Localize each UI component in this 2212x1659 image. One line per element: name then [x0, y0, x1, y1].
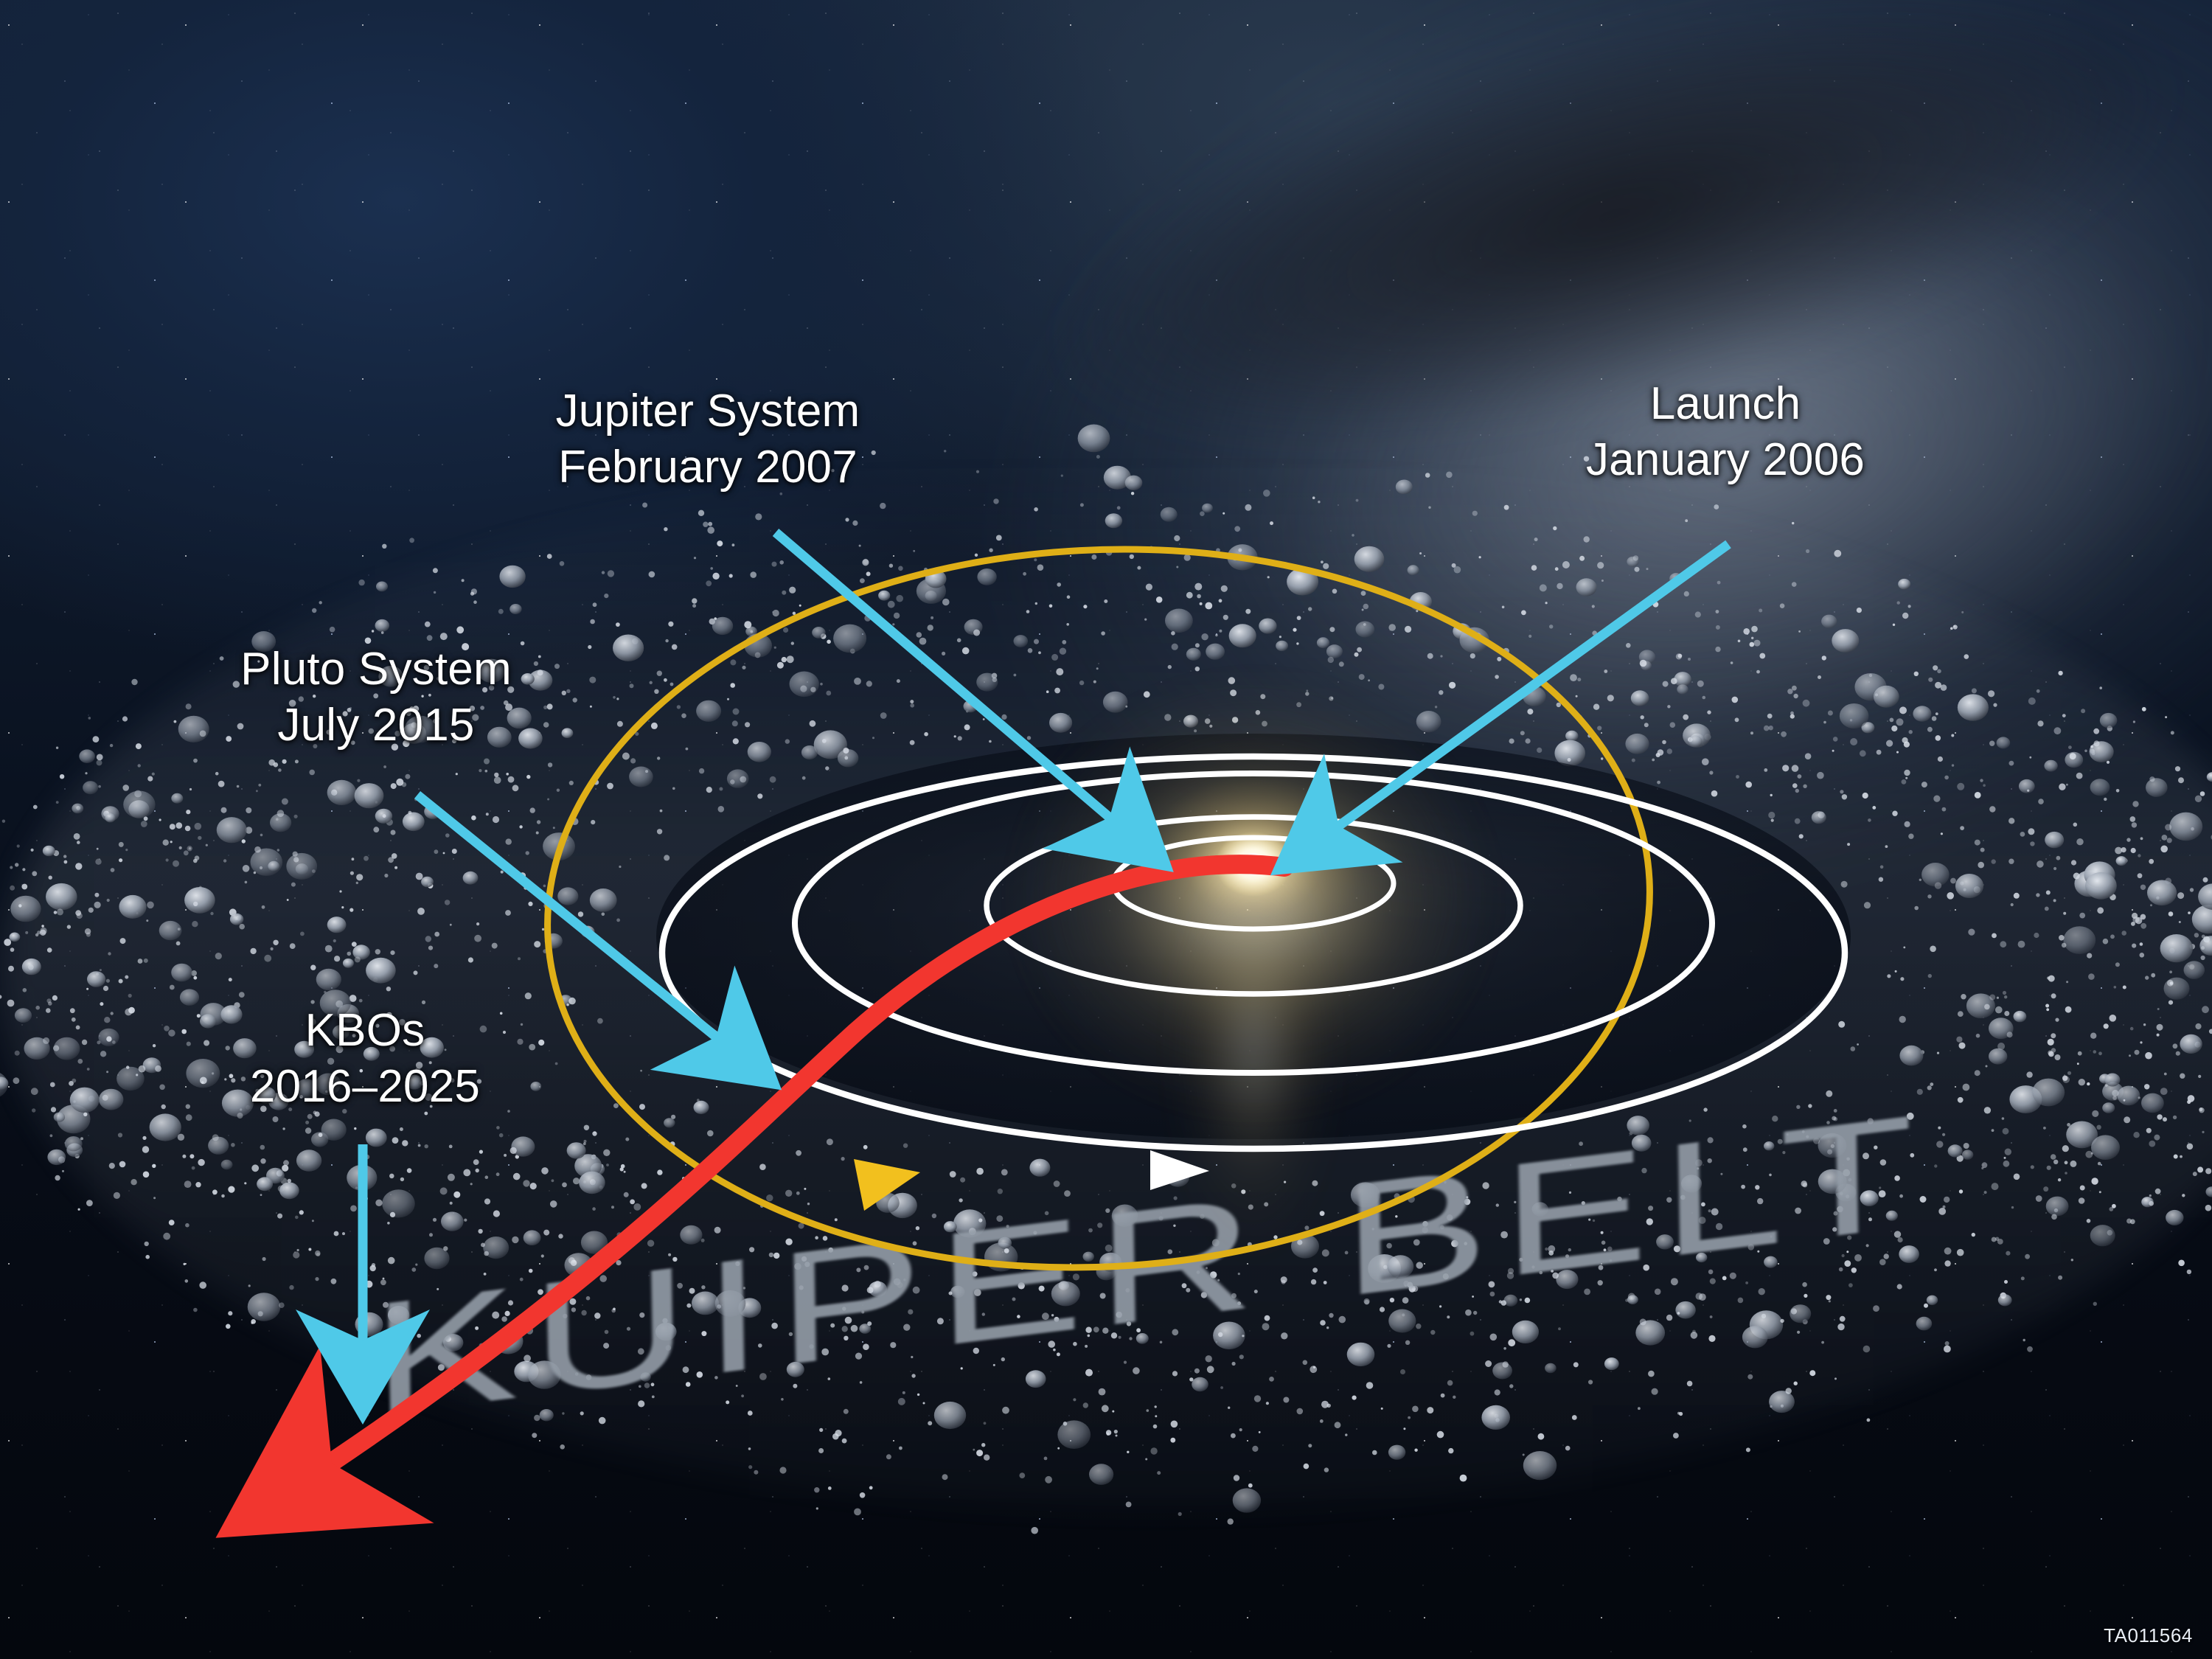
planet-orbit-direction-marker [1150, 1150, 1209, 1190]
jupiter-pointer [772, 529, 1174, 872]
label-kbos: KBOs 2016–2025 [249, 1005, 481, 1112]
pluto-orbit-direction-marker [854, 1159, 920, 1211]
orbit-inner-2 [984, 814, 1523, 997]
label-jupiter-system: Jupiter System February 2007 [555, 386, 860, 493]
pluto-orbit [544, 546, 1653, 1271]
orbit-neptune [658, 753, 1848, 1152]
planet-orbits [658, 753, 1848, 1152]
orbit-inner-3 [792, 771, 1715, 1076]
launch-pointer [1270, 540, 1731, 876]
label-pluto-system: Pluto System July 2015 [240, 644, 512, 751]
label-launch: Launch January 2006 [1585, 378, 1865, 485]
new-horizons-trajectory [215, 855, 1294, 1538]
pointer-arrows [296, 529, 1731, 1425]
kuiper-belt-objects [0, 424, 2212, 1534]
image-credit-code: TA011564 [2104, 1624, 2193, 1646]
pluto-pointer [414, 790, 782, 1091]
